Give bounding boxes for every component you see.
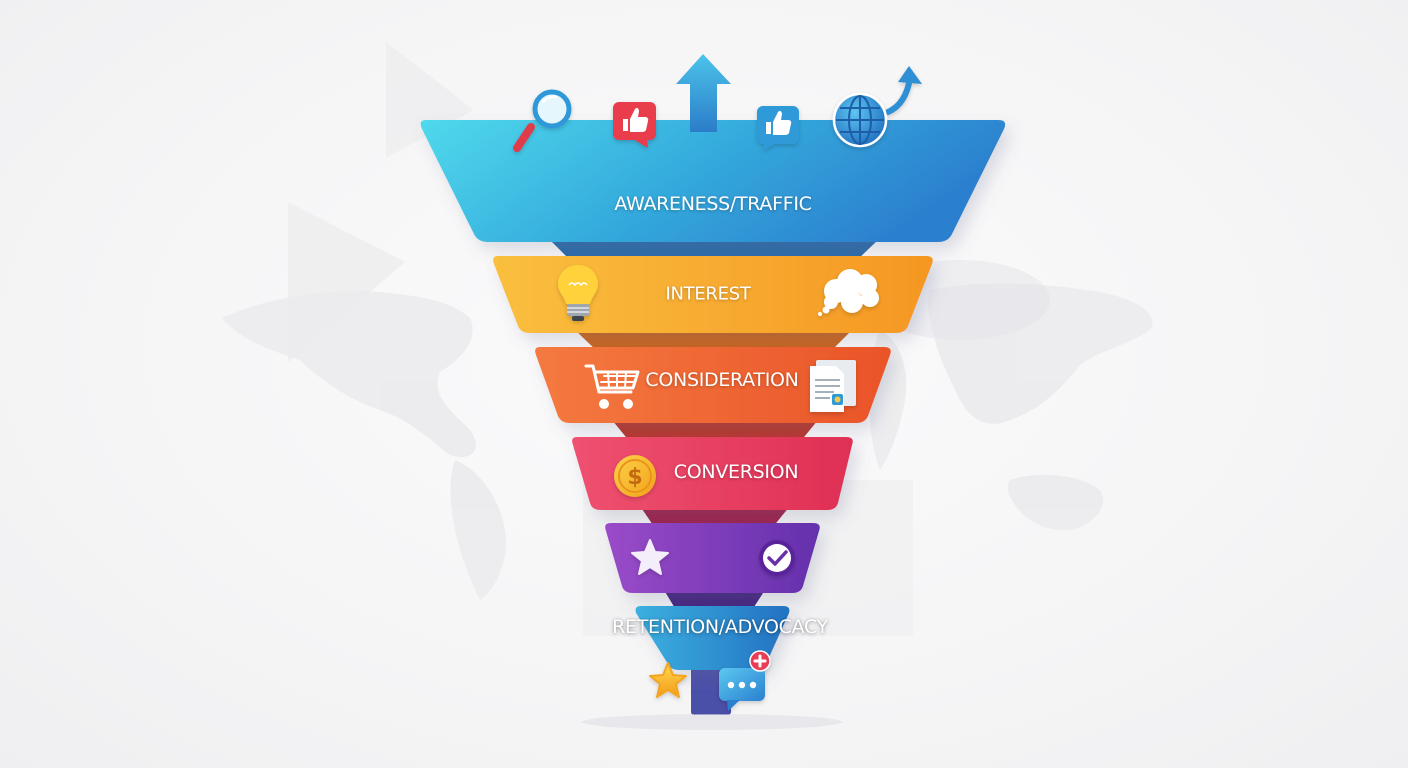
stage-loyalty bbox=[605, 523, 820, 593]
stage-awareness bbox=[420, 120, 1006, 242]
stage-interest bbox=[493, 256, 933, 333]
thought-cloud-icon bbox=[818, 269, 879, 316]
up-arrow-icon bbox=[676, 54, 731, 132]
chat-bubble-plus-icon bbox=[719, 650, 771, 711]
checkmark-circle-icon bbox=[759, 540, 795, 576]
document-icon bbox=[810, 360, 856, 412]
blue-thumbs-up-chat-icon bbox=[757, 106, 799, 151]
shopping-cart-icon bbox=[584, 364, 640, 409]
red-thumbs-up-chat-icon bbox=[613, 102, 656, 148]
dollar-sign: $ bbox=[627, 465, 642, 490]
dollar-coin-icon bbox=[614, 455, 656, 497]
bg-triangle-top bbox=[386, 42, 474, 158]
stage-retention bbox=[635, 606, 790, 670]
gold-star-icon bbox=[649, 662, 687, 698]
star-icon bbox=[631, 539, 669, 575]
globe-with-arrow-icon bbox=[832, 66, 922, 148]
magnifying-glass-icon bbox=[513, 89, 572, 152]
lightbulb-icon bbox=[558, 265, 598, 321]
